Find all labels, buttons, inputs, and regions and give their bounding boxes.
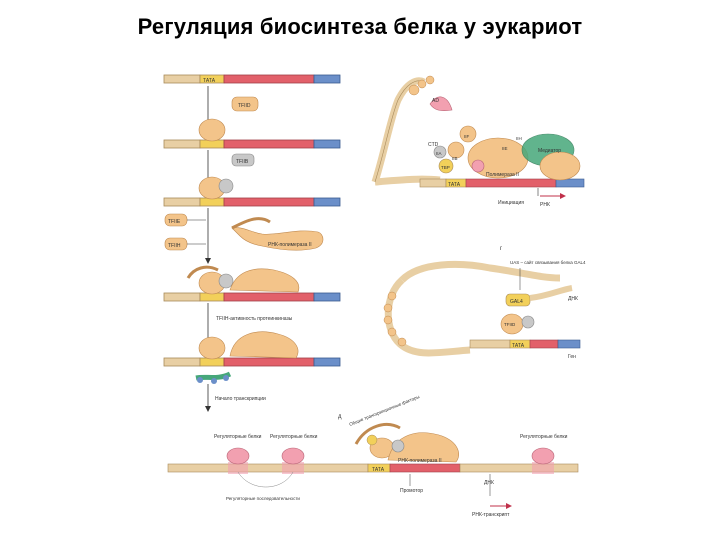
initiation-label: Инициация <box>498 200 524 206</box>
dna-strand-step4 <box>163 265 341 302</box>
tfiih-protein: TFIIH <box>164 237 206 251</box>
complex-note: Общие транскрипционные факторы <box>349 394 421 427</box>
factor-label: IIF <box>464 134 470 139</box>
mediator-label: Медиатор <box>538 148 561 154</box>
panel-c-tfiid: TFIID <box>504 322 516 327</box>
panel-d-dna: ТАТА <box>167 462 579 474</box>
panel-d-letter: д <box>338 414 342 420</box>
promoter-label: Промотор <box>400 488 423 494</box>
tfiib-protein: TFIIB <box>231 153 255 167</box>
rna-transcript-label: РНК-транскрипт <box>472 512 510 518</box>
tfiie-protein: TFIIE <box>164 213 206 227</box>
panel-c-dna: ТАТА <box>469 339 581 349</box>
factor-label: IIA <box>436 151 442 156</box>
nucleosome-beads <box>383 291 407 347</box>
factor-label: IIB <box>452 156 458 161</box>
reg-proteins-label: Регуляторные белки <box>520 434 568 440</box>
reg-proteins-label: Регуляторные белки <box>270 434 318 440</box>
factor-label: IIE <box>502 146 508 151</box>
tfiih-label: TFIIH <box>168 243 181 249</box>
page-title: Регуляция биосинтеза белка у эукариот <box>137 14 583 39</box>
panel-b-tata: ТАТА <box>448 182 461 188</box>
tfiie-label: TFIIE <box>168 219 181 225</box>
tfiid-label: TFIID <box>238 103 251 109</box>
factor-label: TBP <box>441 165 450 170</box>
tfiib-label: TFIIB <box>236 159 249 165</box>
dna-strand-step3 <box>163 176 341 207</box>
panel-b-dna: ТАТА <box>419 178 585 188</box>
panel-d-polymerase: РНК-полимераза II Общие транскрипционные… <box>349 394 459 464</box>
panel-d-tata: ТАТА <box>372 467 385 473</box>
factor-label: IIH <box>516 136 522 141</box>
ctd-label: CTD <box>428 142 439 148</box>
panel-a-assembly: ТАТА TFIID TFIIB <box>163 74 341 412</box>
polymerase-label: Полимераза II <box>486 172 519 178</box>
dna-strand-step1: ТАТА <box>163 74 341 84</box>
tfiid-bound: TFIID <box>500 313 535 335</box>
reg-seq-note: Регуляторные последовательности <box>226 496 300 501</box>
panel-c-tata: ТАТА <box>512 343 525 349</box>
general-factors: IIB IIF IIE IIH TBP IIA <box>436 134 522 170</box>
activation-note: TFIIH-активность протеинкиназы <box>216 316 293 322</box>
gal4-protein: GAL4 <box>505 293 531 307</box>
rna-polymerase-free: РНК-полимераза II <box>231 217 324 251</box>
transcription-start-note: Начало транскрипции <box>215 396 266 402</box>
rna-label: РНК <box>540 202 550 208</box>
tata-label: ТАТА <box>203 78 216 84</box>
rna-pol-label: РНК-полимераза II <box>268 242 312 248</box>
uas-note: UAS – сайт связывания белка GAL4 <box>510 259 586 265</box>
regulatory-protein-1: Регуляторные белки <box>214 434 262 465</box>
tfiid-protein: TFIID <box>231 96 259 112</box>
dna-strand-step2 <box>163 118 341 149</box>
ad-label: AD <box>432 98 439 104</box>
activator-protein: AD <box>408 75 453 112</box>
panel-c-dna-label: ДНК <box>568 296 578 302</box>
gene-label: Ген <box>568 354 576 360</box>
panel-d-regulatory: д ТАТА Регуляторные белки Регуляторные б… <box>167 394 579 518</box>
panel-b-activation-loop: ТАТА AD Полимераза II Медиатор CTD IIB I… <box>371 75 585 208</box>
panel-d-dna-label: ДНК <box>484 480 494 486</box>
regulatory-protein-2: Регуляторные белки <box>270 434 318 465</box>
gal4-label: GAL4 <box>510 299 523 305</box>
panel-d-rna-pol: РНК-полимераза II <box>398 458 442 464</box>
dna-strand-step5 <box>163 331 341 384</box>
panel-c-gal4-loop: г UAS – сайт связывания белка GAL4 GAL4 … <box>383 246 586 360</box>
regulatory-protein-3: Регуляторные белки <box>520 434 568 465</box>
panel-c-letter: г <box>500 246 503 252</box>
reg-proteins-label: Регуляторные белки <box>214 434 262 440</box>
mediator-complex: Полимераза II Медиатор <box>433 125 581 181</box>
